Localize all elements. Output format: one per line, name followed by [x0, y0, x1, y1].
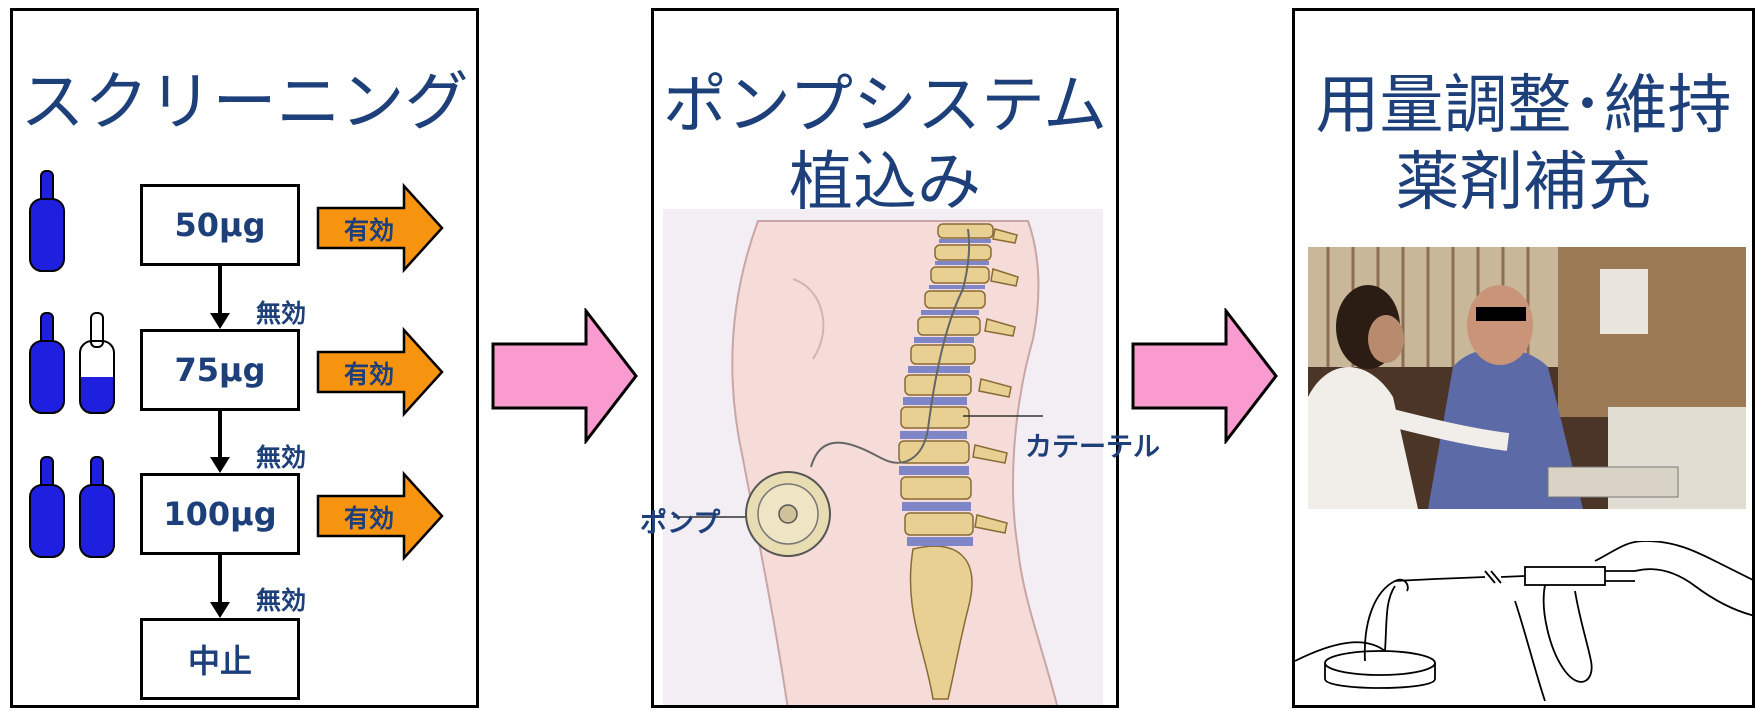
- refill-syringe-drawing: [1295, 541, 1755, 708]
- stop-box: 中止: [140, 618, 300, 700]
- pink-step-arrow: [1130, 308, 1280, 444]
- down-arrow-head: [210, 602, 230, 618]
- down-arrow-head: [210, 457, 230, 473]
- adjust-title-line1: 用量調整･維持: [1295, 69, 1752, 143]
- medicine-bottle-icon: [77, 311, 117, 416]
- pump-label: ポンプ: [640, 501, 720, 540]
- pump-implant-panel: ポンプシステム 植込み: [651, 8, 1119, 708]
- screening-title: スクリーニング: [13, 66, 476, 140]
- effective-arrow: 有効: [316, 327, 446, 417]
- dose-box-100: 100μg: [140, 473, 300, 555]
- ineffective-label: 無効: [256, 294, 306, 330]
- effective-label: 有効: [324, 499, 414, 535]
- dose-box-75: 75μg: [140, 329, 300, 411]
- adjust-title-line2: 薬剤補充: [1295, 146, 1752, 220]
- dose-adjust-panel: 用量調整･維持 薬剤補充: [1292, 8, 1755, 708]
- medicine-bottle-icon: [27, 169, 67, 274]
- pump-title-line1: ポンプシステム: [654, 69, 1116, 143]
- down-arrow-line: [218, 266, 222, 314]
- effective-arrow: 有効: [316, 183, 446, 273]
- medicine-bottle-icon: [27, 311, 67, 416]
- ineffective-label: 無効: [256, 438, 306, 474]
- effective-arrow: 有効: [316, 471, 446, 561]
- down-arrow-line: [218, 411, 222, 458]
- effective-label: 有効: [324, 355, 414, 391]
- down-arrow-head: [210, 313, 230, 329]
- medicine-bottle-icon: [27, 455, 67, 560]
- clinic-photo: [1308, 247, 1746, 509]
- dose-box-50: 50μg: [140, 184, 300, 266]
- pink-step-arrow: [490, 308, 640, 444]
- effective-label: 有効: [324, 211, 414, 247]
- medicine-bottle-icon: [77, 455, 117, 560]
- screening-panel: スクリーニング 50μg 75μg 100μg 中止 無効 無効 無効: [10, 8, 479, 708]
- down-arrow-line: [218, 555, 222, 603]
- ineffective-label: 無効: [256, 581, 306, 617]
